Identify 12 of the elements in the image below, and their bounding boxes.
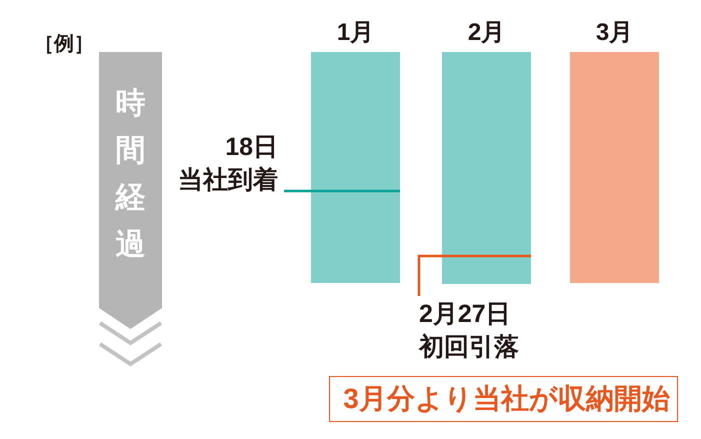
- note-box: 3月分より当社が収納開始: [329, 376, 678, 422]
- leader-line: [418, 254, 531, 296]
- date-label: 2月27日: [419, 299, 512, 330]
- month-label: 3月: [594, 18, 634, 48]
- event-label: 当社到着: [177, 165, 278, 196]
- date-label: 18日: [224, 132, 278, 163]
- event-label: 初回引落: [419, 332, 520, 363]
- example-label: ［例］: [34, 32, 94, 57]
- month-label: 1月: [336, 18, 376, 48]
- leader-line: [284, 190, 400, 192]
- month-label: 2月: [466, 18, 506, 48]
- vertical-label: 時間経過: [114, 86, 146, 263]
